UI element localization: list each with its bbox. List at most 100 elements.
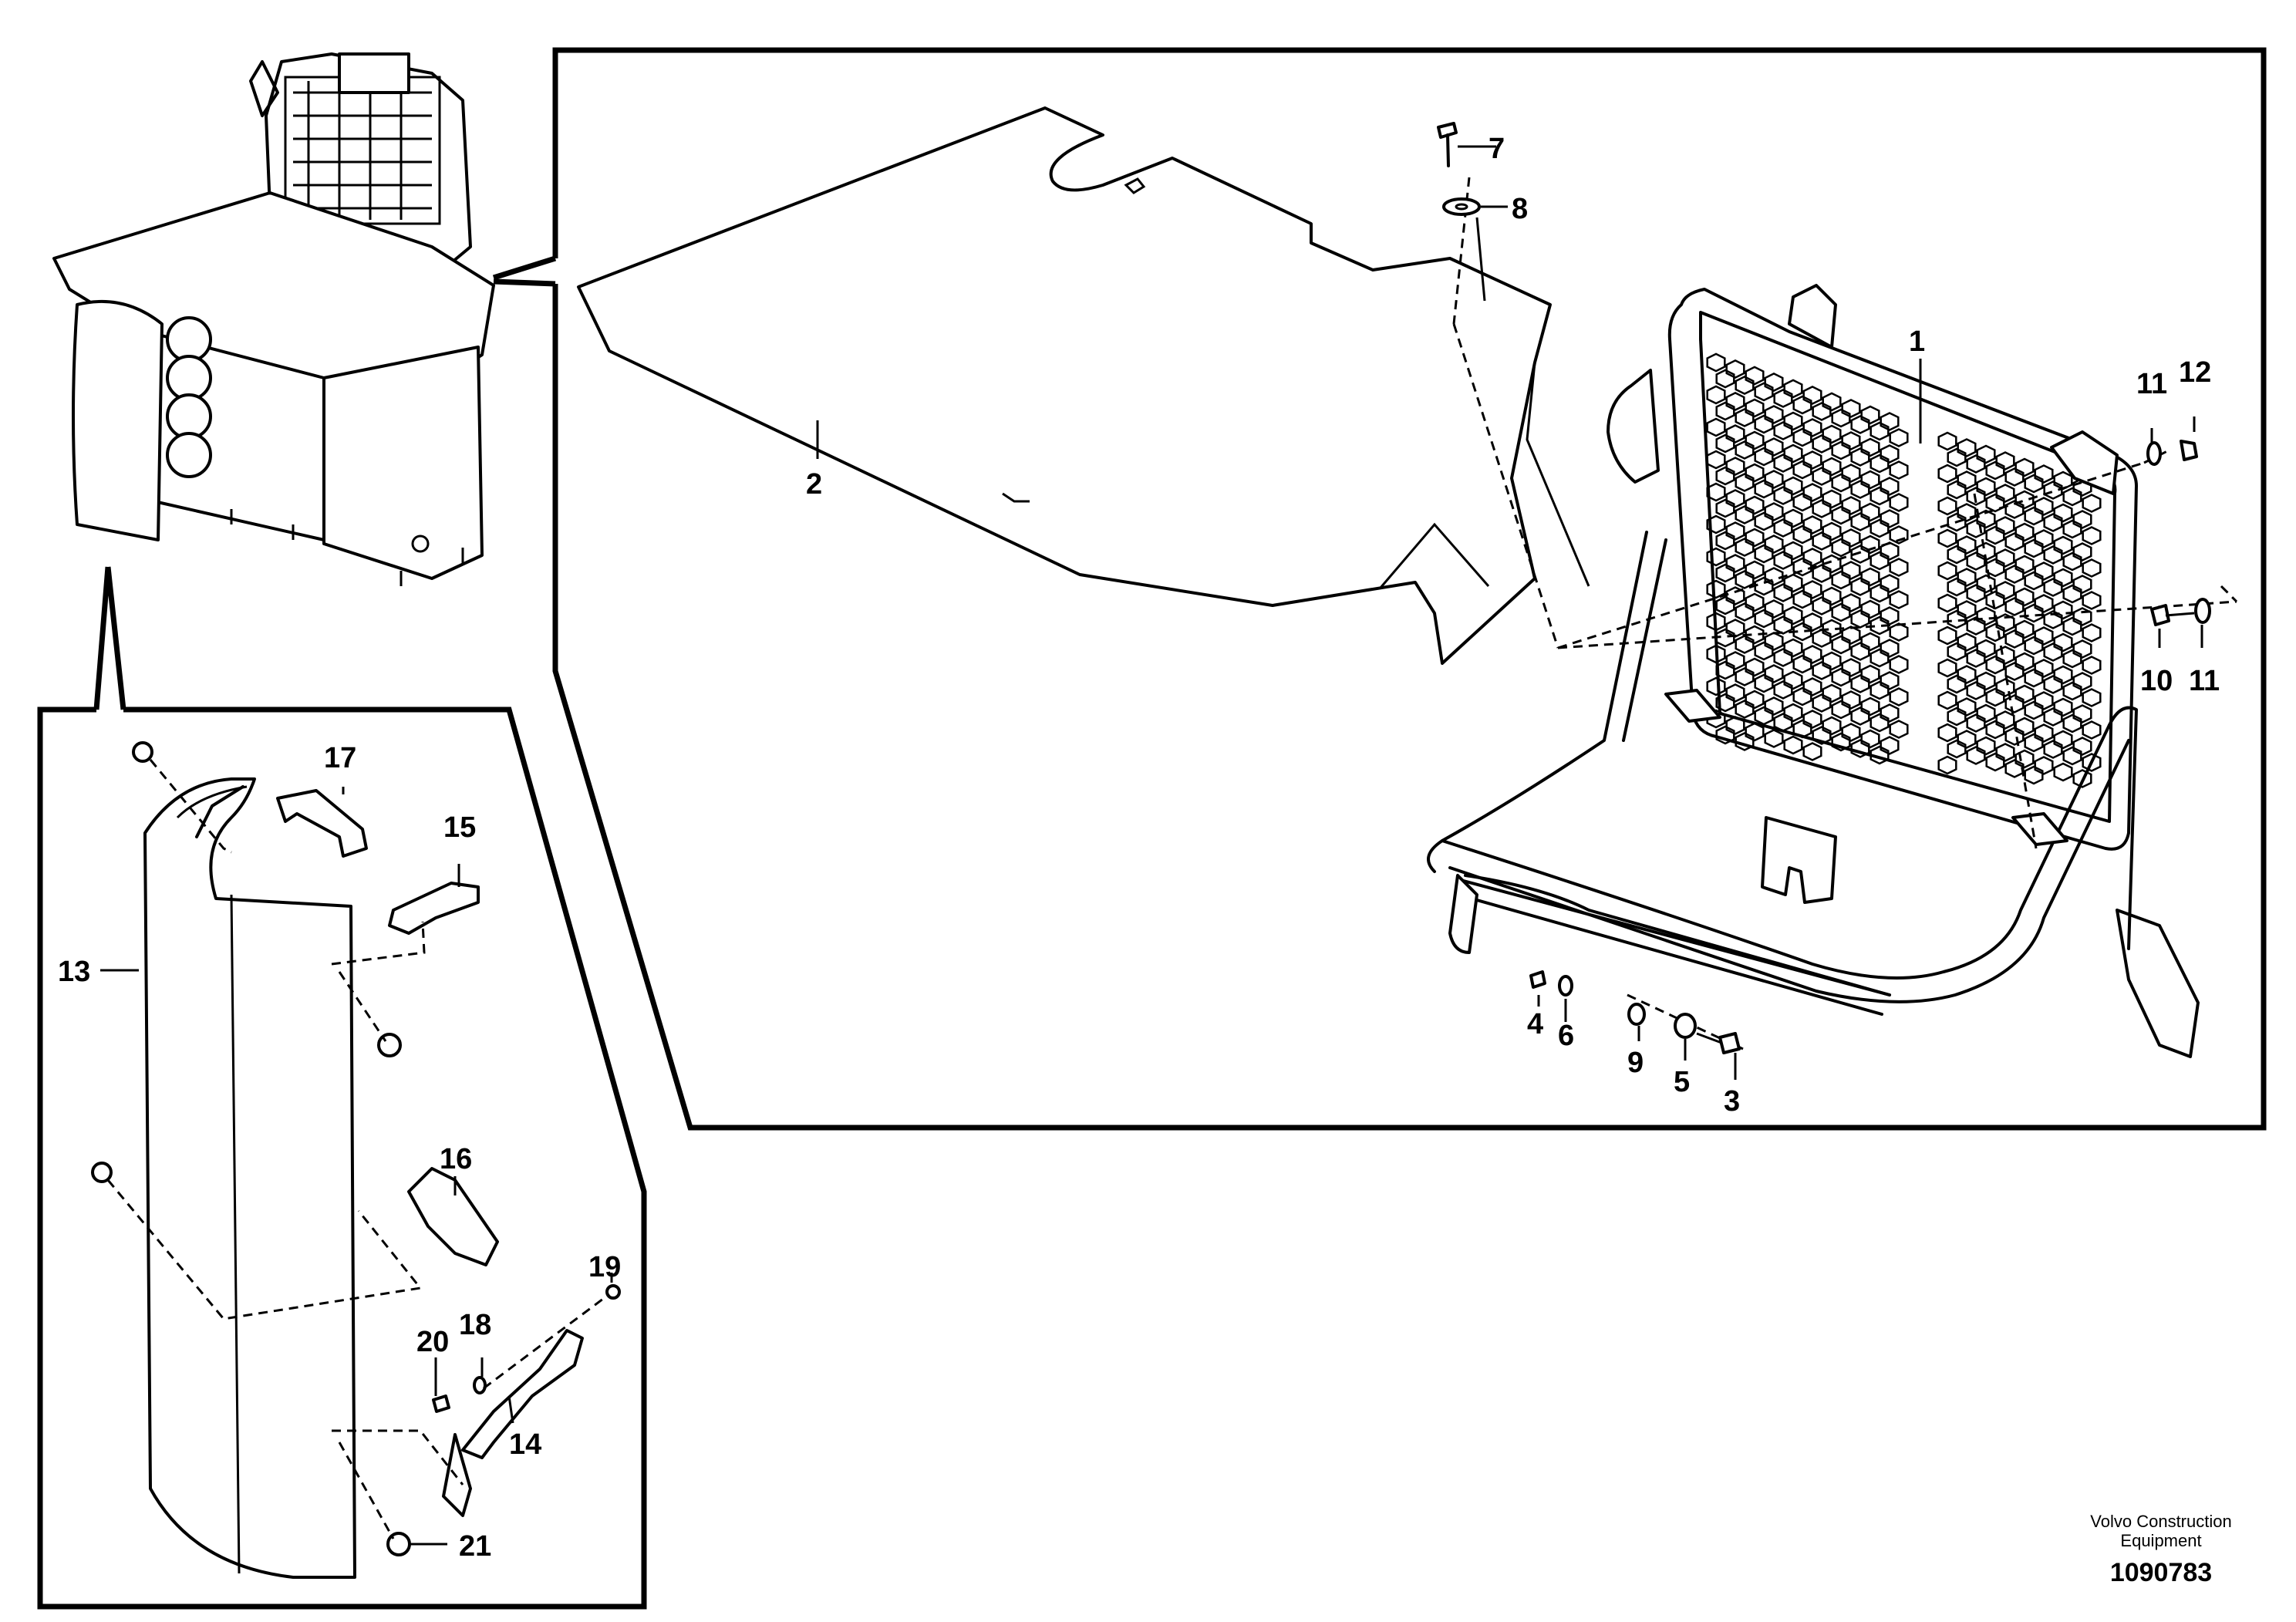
hex-cell xyxy=(1812,467,1832,486)
hex-cell xyxy=(2053,535,2073,555)
hex-cell xyxy=(1792,654,1812,674)
hex-cell xyxy=(1966,649,1986,668)
hex-cell xyxy=(2072,737,2092,756)
hex-cell xyxy=(1764,664,1784,683)
hex-cell xyxy=(1831,700,1851,720)
hex-cell xyxy=(1841,593,1861,612)
hex-cell xyxy=(2082,656,2102,675)
hex-cell xyxy=(2004,759,2025,778)
hex-cell xyxy=(2024,571,2044,591)
hex-cell xyxy=(1764,632,1784,651)
hex-cell xyxy=(1841,626,1861,645)
hex-cell xyxy=(2062,519,2082,539)
hex-cell xyxy=(1735,473,1755,492)
callout-13: 13 xyxy=(58,956,90,988)
hex-cell xyxy=(1976,703,1996,723)
hex-cell xyxy=(1985,752,2005,772)
hex-cell xyxy=(1985,720,2005,740)
hex-cell xyxy=(1850,674,1870,693)
hex-cell xyxy=(1880,541,1900,561)
hex-cell xyxy=(1937,496,1957,516)
hex-cell xyxy=(1860,502,1880,522)
hex-cell xyxy=(1735,538,1755,557)
hex-cell xyxy=(1870,421,1890,441)
hex-cell xyxy=(1889,720,1909,739)
hex-cell xyxy=(1754,609,1774,629)
hex-cell xyxy=(2043,707,2063,727)
hex-cell xyxy=(1841,658,1861,677)
hex-cell xyxy=(1870,583,1890,603)
overview-assembly xyxy=(52,52,495,586)
hex-cell xyxy=(1860,437,1880,457)
callout-14: 14 xyxy=(509,1428,541,1461)
hex-cell xyxy=(1754,576,1774,596)
hex-cell xyxy=(1860,729,1880,749)
hex-cell xyxy=(1802,515,1822,534)
hex-cell xyxy=(1812,661,1832,680)
hex-cell xyxy=(1754,673,1774,693)
hex-cell xyxy=(2053,503,2073,523)
hex-cell xyxy=(1802,580,1822,599)
hex-cell xyxy=(1773,421,1793,440)
hex-cell xyxy=(2062,551,2082,572)
hex-cell xyxy=(2053,568,2073,588)
hex-cell xyxy=(1715,498,1735,518)
hex-cell xyxy=(1889,622,1909,642)
hex-cell xyxy=(2004,629,2025,649)
hex-cell xyxy=(1947,447,1967,467)
hex-cell xyxy=(1937,723,1957,743)
hex-cell xyxy=(1745,560,1765,580)
hex-cell xyxy=(1783,605,1803,626)
hex-cell xyxy=(1966,454,1986,474)
hex-cell xyxy=(2043,675,2063,694)
hex-cell xyxy=(1715,401,1735,421)
hex-cell xyxy=(2014,490,2035,510)
hex-cell xyxy=(2043,578,2063,597)
hex-cell xyxy=(1802,742,1822,761)
hex-cell xyxy=(1860,567,1880,587)
hex-cell xyxy=(2014,717,2035,737)
hex-cell xyxy=(1870,486,1890,506)
hex-cell xyxy=(1802,483,1822,502)
hex-cell xyxy=(1822,521,1842,541)
hex-cell xyxy=(1754,447,1774,467)
hex-cell xyxy=(1725,683,1745,703)
hex-cell xyxy=(1773,486,1793,505)
part-13-side-cover xyxy=(143,777,356,1579)
hex-cell xyxy=(1812,499,1832,518)
hex-cell xyxy=(1802,645,1822,664)
hex-cell xyxy=(1880,671,1900,690)
hex-cell xyxy=(2053,697,2073,717)
hex-cell xyxy=(1725,489,1745,508)
hex-cell xyxy=(1783,476,1803,496)
hex-cell xyxy=(1841,723,1861,742)
hex-cell xyxy=(1715,660,1735,680)
hex-cell xyxy=(1735,602,1755,622)
lower-assembly-lines xyxy=(106,759,610,1539)
hex-cell xyxy=(2014,587,2035,607)
hex-cell xyxy=(1754,641,1774,661)
hex-cell xyxy=(1725,586,1745,605)
hex-cell xyxy=(1764,567,1784,586)
callout-16: 16 xyxy=(440,1143,472,1175)
hex-cell xyxy=(1841,464,1861,483)
hex-cell xyxy=(1831,473,1851,493)
hex-cell xyxy=(2024,506,2044,526)
hex-cell xyxy=(1735,700,1755,719)
hex-cell xyxy=(1850,512,1870,531)
hex-cell xyxy=(1706,547,1726,567)
hex-cell xyxy=(1831,635,1851,655)
hex-cell xyxy=(1831,538,1851,558)
hex-cell xyxy=(1745,528,1765,548)
callout-17: 17 xyxy=(324,742,356,774)
hex-cell xyxy=(1764,729,1784,748)
hex-cell xyxy=(1754,544,1774,564)
hex-cell xyxy=(2004,662,2025,681)
hex-cell xyxy=(1812,693,1832,713)
hex-cell xyxy=(1822,651,1842,671)
hex-cell xyxy=(2062,713,2082,733)
main-detail-frame xyxy=(552,47,2267,1131)
hex-cell xyxy=(2024,474,2044,494)
hex-cell xyxy=(1812,434,1832,454)
